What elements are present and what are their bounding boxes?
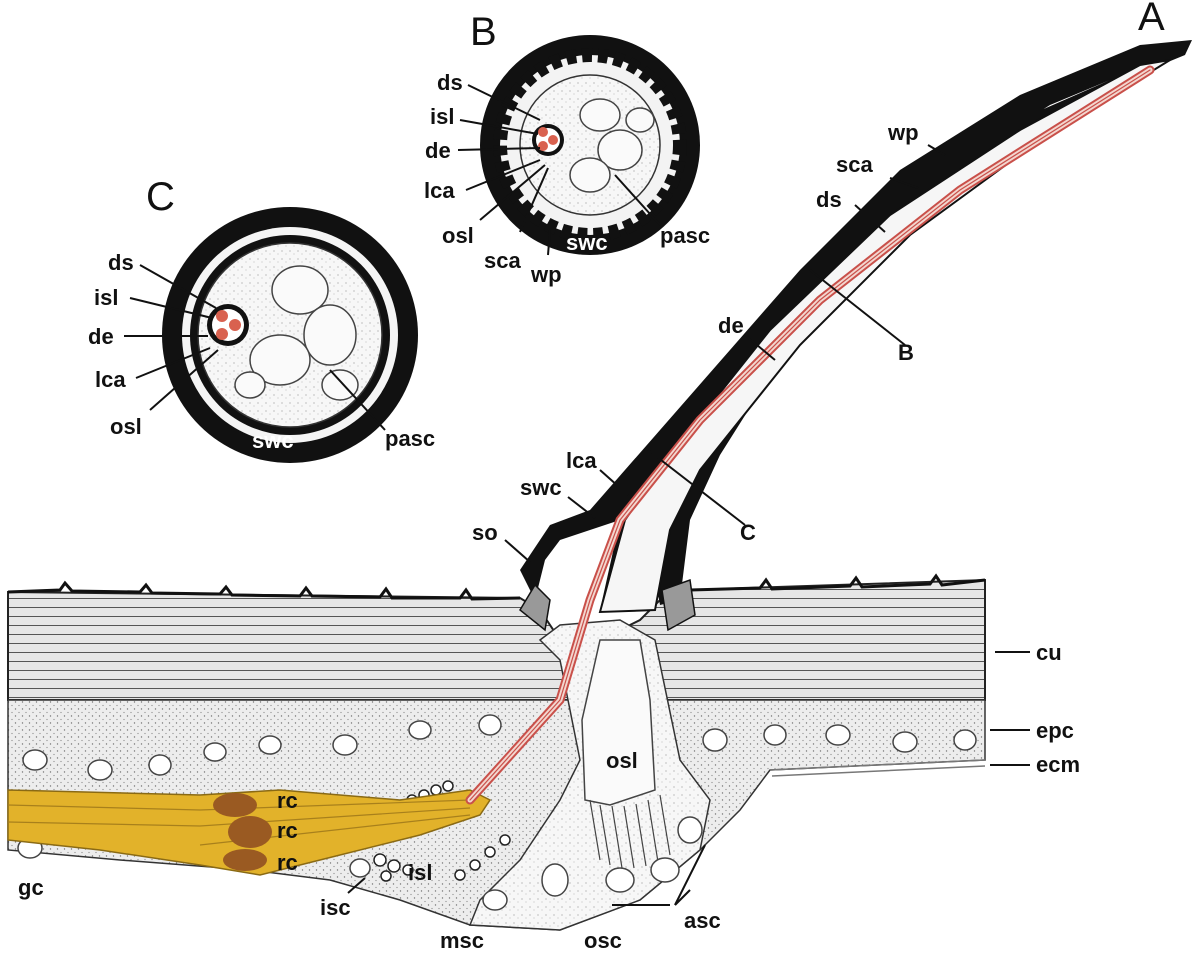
hair-shaft xyxy=(465,40,1192,805)
label-rc-2: rc xyxy=(277,818,298,843)
cross-section-b xyxy=(480,35,700,255)
nucleus-3 xyxy=(223,849,267,871)
socket-left xyxy=(519,583,551,632)
panel-label-c: C xyxy=(146,175,175,219)
label-b-isl: isl xyxy=(430,104,454,129)
label-isc: isc xyxy=(320,895,351,920)
label-b-ds: ds xyxy=(437,70,463,95)
label-so: so xyxy=(472,520,498,545)
label-c-marker: C xyxy=(740,520,756,545)
support-nuclei xyxy=(349,816,703,911)
cross-section-c xyxy=(162,207,418,463)
label-wp: wp xyxy=(887,120,919,145)
label-lca: lca xyxy=(566,448,597,473)
ecm xyxy=(769,759,986,777)
label-b-wp: wp xyxy=(530,262,562,287)
label-rc-3: rc xyxy=(277,850,298,875)
socket-right xyxy=(661,578,696,632)
label-ecm: ecm xyxy=(1036,752,1080,777)
label-asc: asc xyxy=(684,908,721,933)
inner-sheath-granules xyxy=(373,780,511,882)
labels-panel-c: ds isl de lca osl swc pasc xyxy=(88,250,435,453)
label-de: de xyxy=(718,313,744,338)
label-gc: gc xyxy=(18,875,44,900)
label-sca: sca xyxy=(836,152,873,177)
labels-panel-a: wp sca ds de B lca swc C so cu epc ecm o… xyxy=(18,120,1080,953)
label-cu: cu xyxy=(1036,640,1062,665)
epidermal-nuclei xyxy=(17,714,977,859)
label-b-de: de xyxy=(425,138,451,163)
label-b-lca: lca xyxy=(424,178,455,203)
label-c-pasc: pasc xyxy=(385,426,435,451)
label-rc-1: rc xyxy=(277,788,298,813)
label-osc: osc xyxy=(584,928,622,953)
label-c-de: de xyxy=(88,324,114,349)
labels-panel-b: ds isl de lca osl sca wp swc pasc xyxy=(424,70,710,287)
outer-sheath-lymph xyxy=(581,639,656,806)
dendrites xyxy=(465,65,1155,805)
label-c-swc: swc xyxy=(252,428,294,453)
label-osl: osl xyxy=(606,748,638,773)
label-c-isl: isl xyxy=(94,285,118,310)
nucleus-1 xyxy=(213,793,257,817)
label-swc: swc xyxy=(520,475,562,500)
label-isl: isl xyxy=(408,860,432,885)
label-c-osl: osl xyxy=(110,414,142,439)
label-c-lca: lca xyxy=(95,367,126,392)
tissue-block xyxy=(7,573,986,931)
label-b-sca: sca xyxy=(484,248,521,273)
label-msc: msc xyxy=(440,928,484,953)
leader-lines xyxy=(124,84,1030,906)
label-b-swc: swc xyxy=(566,230,608,255)
label-ds: ds xyxy=(816,187,842,212)
label-epc: epc xyxy=(1036,718,1074,743)
cuticle-surface xyxy=(7,580,521,601)
label-c-ds: ds xyxy=(108,250,134,275)
microvilli xyxy=(589,794,671,869)
label-b-osl: osl xyxy=(442,223,474,248)
nucleus-2 xyxy=(228,816,272,848)
label-b-pasc: pasc xyxy=(660,223,710,248)
receptor-neurons xyxy=(7,789,492,876)
label-b-marker: B xyxy=(898,340,914,365)
panel-label-a: A xyxy=(1138,0,1165,39)
panel-label-b: B xyxy=(470,10,497,54)
